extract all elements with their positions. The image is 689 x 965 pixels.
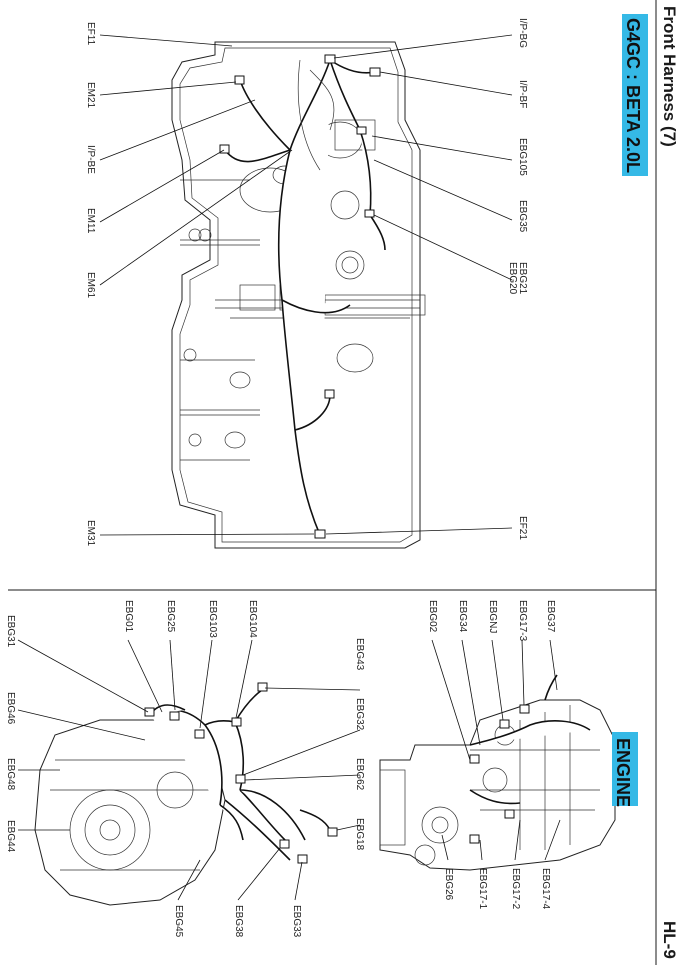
- connector-label-ebg62: EBG62: [354, 758, 365, 791]
- connector-label-ebg21: EBG21: [517, 262, 528, 295]
- connector-label-ebgnj: EBGNJ: [487, 600, 498, 634]
- connector-label-ebg17-2: EBG17-2: [510, 868, 521, 910]
- connector-label-ebg46: EBG46: [5, 692, 16, 725]
- connector-label-ebg43: EBG43: [354, 638, 365, 671]
- left-engine-leaders: [17, 639, 361, 901]
- connector-label-ebg33: EBG33: [291, 905, 302, 938]
- engine-section-banner: [612, 732, 638, 806]
- connector-label-ebg38: EBG38: [233, 905, 244, 938]
- engine-section-label: ENGINE: [613, 738, 633, 808]
- connector-label-ebg48: EBG48: [5, 758, 16, 791]
- top-leader-lines: [99, 34, 513, 536]
- connector-label-ip-bg: I/P-BG: [517, 18, 528, 49]
- right-engine-leaders: [431, 639, 561, 861]
- page-number: HL-9: [660, 921, 679, 959]
- connector-label-ebg01: EBG01: [123, 600, 134, 633]
- connector-label-ebg25: EBG25: [165, 600, 176, 633]
- engine-view-right: [379, 674, 616, 871]
- connector-label-ebg17-1: EBG17-1: [477, 868, 488, 910]
- connector-label-em31: EM31: [85, 520, 96, 547]
- connector-label-ebg103: EBG103: [207, 600, 218, 638]
- connector-label-ebg37: EBG37: [545, 600, 556, 633]
- connector-label-ip-be: I/P-BE: [85, 145, 96, 174]
- connector-label-ip-bf: I/P-BF: [517, 80, 528, 109]
- connector-label-em61: EM61: [85, 272, 96, 299]
- connector-label-em21: EM21: [85, 82, 96, 109]
- connector-label-ebg105: EBG105: [517, 138, 528, 176]
- engine-bay-drawing: [171, 41, 426, 549]
- connector-label-ef11: EF11: [85, 22, 96, 46]
- connector-label-ebg44: EBG44: [5, 820, 16, 853]
- connector-label-ef21: EF21: [517, 516, 528, 540]
- connector-label-ebg02: EBG02: [427, 600, 438, 633]
- connector-label-ebg35: EBG35: [517, 200, 528, 233]
- connector-label-ebg45: EBG45: [173, 905, 184, 938]
- connector-label-ebg26: EBG26: [443, 868, 454, 901]
- page-title: Front Harness (7): [660, 6, 679, 147]
- engine-banner-label: G4GC : BETA 2.0L: [623, 18, 643, 174]
- connector-label-ebg31: EBG31: [5, 615, 16, 648]
- connector-label-ebg34: EBG34: [457, 600, 468, 633]
- connector-label-ebg18: EBG18: [354, 818, 365, 851]
- connector-label-ebg20: EBG20: [507, 262, 518, 295]
- connector-label-ebg104: EBG104: [247, 600, 258, 638]
- connector-label-ebg32: EBG32: [354, 698, 365, 731]
- connector-label-em11: EM11: [85, 208, 96, 234]
- engine-view-left: [34, 682, 338, 906]
- engine-banner: [622, 14, 648, 176]
- connector-label-ebg17-4: EBG17-4: [540, 868, 551, 910]
- connector-label-ebg17-3: EBG17-3: [517, 600, 528, 642]
